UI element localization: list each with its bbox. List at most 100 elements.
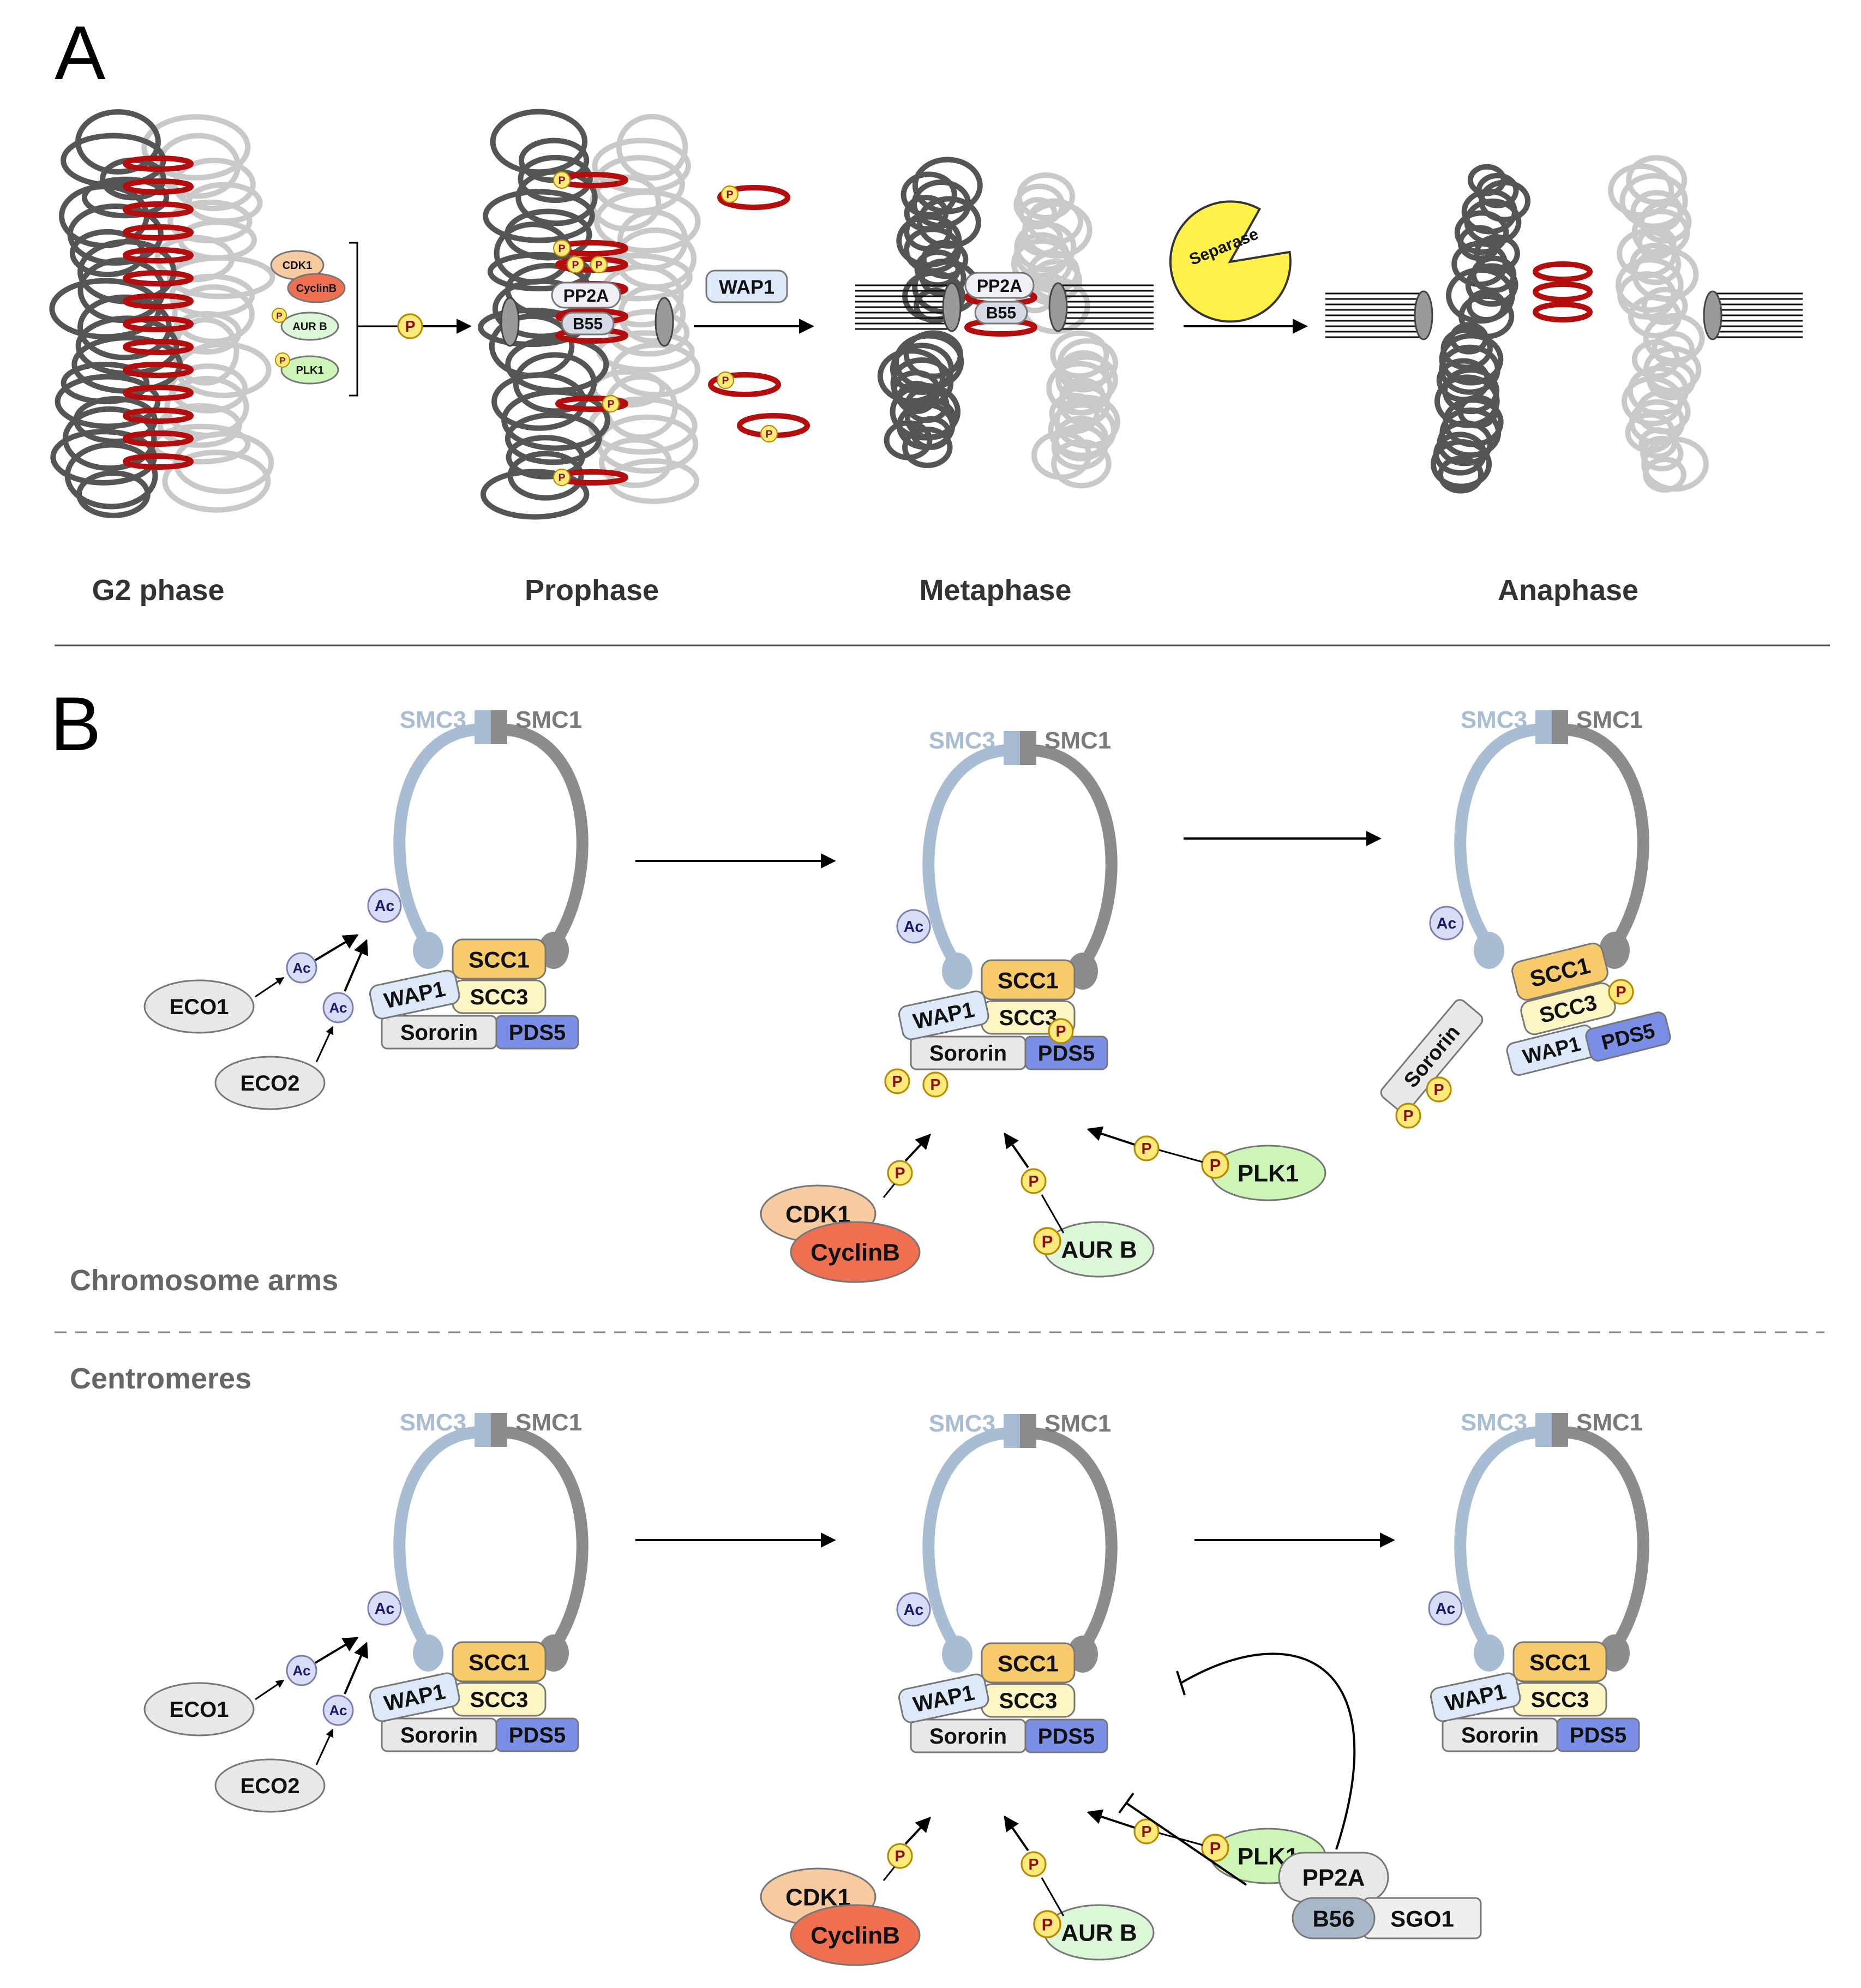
smc3-label: SMC3: [1461, 706, 1527, 733]
pds5-box-shape: [1556, 1717, 1640, 1752]
wap1-box-shape: [898, 1673, 989, 1723]
pds5-box-label: PDS5: [1570, 1723, 1627, 1747]
pds5-box: PDS5: [1024, 1718, 1108, 1753]
eco1-enzyme-label: ECO1: [170, 995, 229, 1019]
cyclinb-small-shape: [287, 273, 346, 303]
b56-box: B56: [1292, 1897, 1376, 1939]
aurb-small-label: AUR B: [292, 321, 327, 333]
sororin-box: Sororin: [381, 1015, 497, 1050]
cohesin-ring: [123, 293, 194, 309]
phospho-label: P: [930, 1076, 940, 1094]
phospho-label: P: [405, 318, 415, 336]
smc1-hinge: [1552, 1413, 1568, 1447]
acetyl-label: Ac: [329, 1703, 347, 1718]
sororin-phospho: P: [1395, 1103, 1421, 1129]
plk1-phospho-site: P: [1201, 1834, 1229, 1862]
smc3-arm: [393, 723, 489, 951]
phospho-circle: [1201, 1151, 1229, 1179]
plk1-small: PLK1: [280, 355, 339, 385]
wap1-box: WAP1: [1506, 1025, 1598, 1076]
plk1-phospho-small: P: [275, 352, 290, 368]
kinetochore-right: [1703, 290, 1722, 340]
phospho-label: P: [558, 472, 565, 484]
pp2a-metaphase-label: PP2A: [977, 276, 1023, 296]
aurb-kinase: AUR B: [1043, 1221, 1155, 1278]
scc3-box: SCC3: [1512, 1682, 1607, 1717]
phospho-circle: [887, 1843, 913, 1869]
cdk1-arrow: [904, 1816, 931, 1845]
smc1-arm: [1554, 723, 1649, 951]
cleaved-ring: [1533, 291, 1593, 302]
cdk1-arrow: [904, 1133, 931, 1162]
cyclinb-kinase-shape: [790, 1221, 921, 1283]
b55-metaphase: B55: [974, 301, 1028, 325]
cdk1-phospho: P: [887, 1160, 913, 1186]
aurb-phospho-site: P: [1033, 1227, 1061, 1255]
smc1-hinge: [1020, 1414, 1036, 1448]
phospho-circle: [1133, 1135, 1160, 1161]
phospho-label: P: [765, 428, 772, 440]
smc3-arm: [1454, 1426, 1550, 1654]
chromatid-dark-lower-coils: [877, 330, 964, 468]
wap1-box-shape: [898, 990, 989, 1040]
scc1-box-shape: [981, 1642, 1076, 1684]
wap1-box-shape: [369, 1672, 460, 1722]
pds5-box: PDS5: [495, 1015, 579, 1050]
scc3-box: SCC3: [1520, 982, 1616, 1035]
smc1-hinge: [1552, 710, 1568, 744]
aurb-phospho-site: P: [1033, 1910, 1061, 1938]
kinetochore-left: [942, 282, 962, 332]
wap1-box: WAP1: [1430, 1672, 1521, 1722]
phospho-label: P: [895, 1848, 905, 1865]
phospho-circle: [1048, 1018, 1074, 1044]
acetyl-label: Ac: [293, 1663, 311, 1679]
cohesin-ring: [123, 408, 194, 424]
sgo1-box: SGO1: [1362, 1897, 1482, 1939]
phospho-circle: [1426, 1076, 1452, 1103]
pp2a-inhibits-kinases: [1118, 1792, 1247, 1886]
eco1-line: [255, 1679, 285, 1700]
chromatid-light-lower: [1621, 313, 1709, 493]
spindle-right: [1713, 292, 1803, 338]
acetyl-circle: [322, 1694, 354, 1726]
smc3-head: [942, 1636, 972, 1673]
phospho-label: P: [1042, 1915, 1053, 1935]
phospho-label: P: [558, 243, 565, 255]
scc3-box-label: SCC3: [1531, 1688, 1589, 1712]
ring-phospho: P: [602, 394, 620, 413]
phospho-label: P: [722, 375, 729, 387]
chromatid-light-lower-coils: [1621, 313, 1709, 493]
b56-box-label: B56: [1312, 1906, 1354, 1932]
smc3-acetyl: Ac: [896, 909, 931, 944]
acetyl-circle: [286, 1655, 317, 1686]
acetyl-circle: [367, 1591, 402, 1626]
acetyl-label: Ac: [1436, 1600, 1456, 1618]
phospho-label: P: [572, 259, 579, 271]
smc3-head: [1474, 932, 1504, 969]
smc3-label: SMC3: [929, 1410, 995, 1437]
scc1-box-label: SCC1: [998, 968, 1059, 993]
phospho-circle: [553, 171, 571, 189]
aurb-small: AUR B: [280, 312, 339, 341]
smc3-label: SMC3: [400, 706, 466, 733]
scc3-box: SCC3: [452, 1682, 547, 1717]
smc1-hinge: [1020, 731, 1036, 765]
phospho-circle: [1201, 1834, 1229, 1862]
sororin-phospho: P: [922, 1071, 948, 1098]
phospho-label: P: [1028, 1173, 1038, 1190]
scc3-box-label: SCC3: [470, 985, 529, 1009]
phospho-circle: [716, 371, 735, 390]
wap1-box-shape: [1430, 1672, 1521, 1722]
phospho-label: P: [895, 1165, 905, 1182]
sororin-box-label: Sororin: [929, 1724, 1007, 1749]
released-ring-phospho: P: [721, 185, 739, 203]
pds5-box-shape: [495, 1015, 579, 1050]
acetyl-circle: [896, 909, 931, 944]
cohesin-ring: [123, 339, 194, 355]
smc3-arm: [1454, 723, 1550, 951]
cohesin-ring: [123, 453, 194, 470]
